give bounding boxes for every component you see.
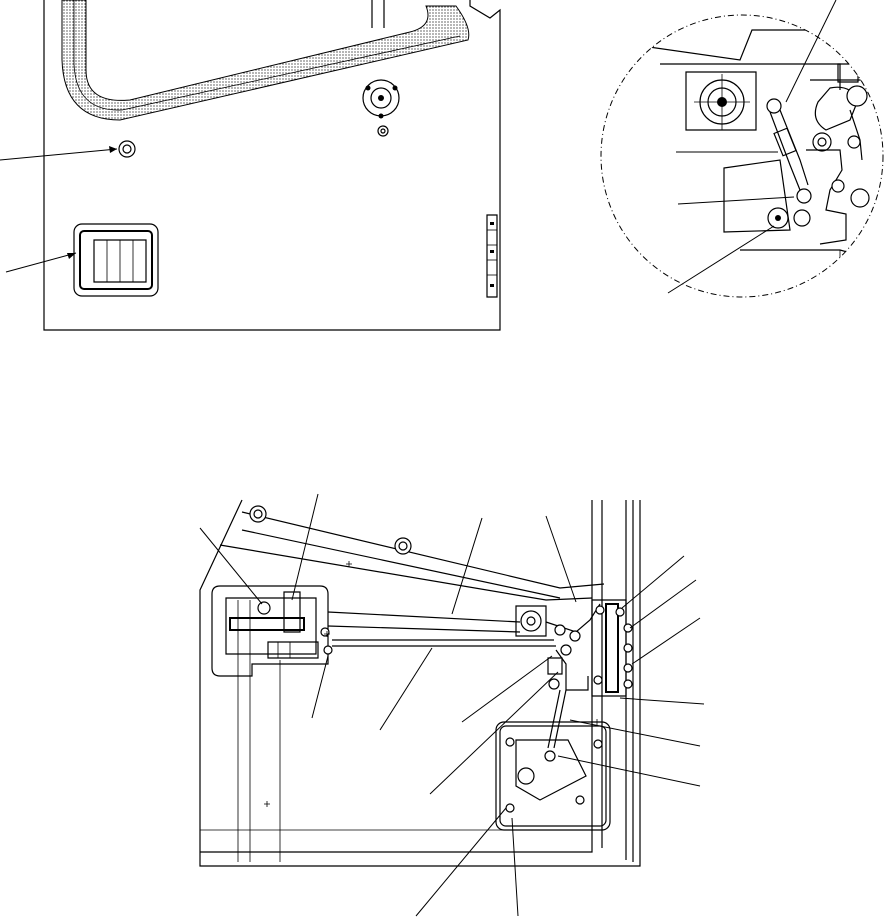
reference-marks [264,561,600,807]
window-frame-inner-line [74,0,460,110]
cable [372,0,384,28]
detail-boundary [601,15,883,297]
catch-plate [806,64,884,244]
latch-assembly [516,604,600,748]
leader-detail-pivot [668,226,774,293]
leader-handle [6,253,76,272]
lower-rod [332,640,556,646]
beam-bolts [250,506,411,554]
door-panel-outline [44,0,500,330]
leader-detail-roller [678,197,794,204]
latch-mechanism-detail-circle [600,0,884,297]
door-outer-panel-view [0,0,500,330]
top-beam [220,512,604,600]
leader-detail-top [786,0,836,102]
upper-rod [328,612,520,632]
lock-cylinder [363,80,399,136]
door-frame [200,500,640,866]
connecting-rod [767,99,811,226]
lock-plate [496,722,610,830]
striker [592,600,632,696]
door-inner-mechanism-view [200,494,704,916]
inner-handle [212,586,332,676]
door-handle [74,224,158,296]
latch-pivot [694,74,750,130]
hinge-strip [487,215,497,297]
window-gasket [62,0,469,120]
callout-leaders [200,494,704,916]
stopper-knob [119,141,135,157]
roller [768,208,788,228]
leader-stopper [0,149,117,160]
